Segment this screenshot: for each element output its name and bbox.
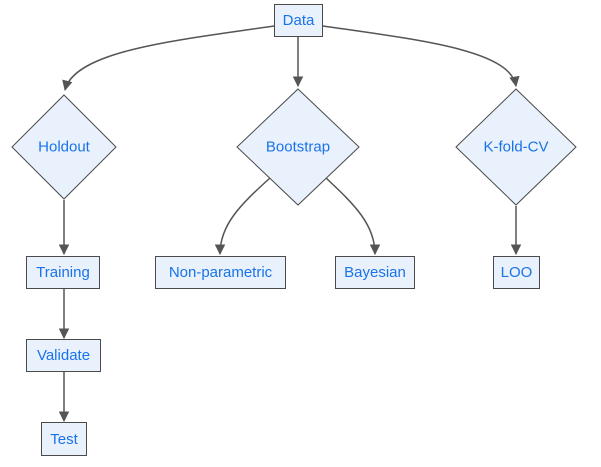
- holdout-diamond: [11, 94, 117, 200]
- loo-node: LOO: [493, 256, 540, 289]
- test-node: Test: [41, 422, 87, 456]
- bootstrap-label: Bootstrap: [265, 138, 331, 156]
- kfold-label: K-fold-CV: [483, 138, 549, 156]
- validate-node: Validate: [26, 339, 101, 372]
- training-node: Training: [26, 256, 100, 289]
- nonparametric-node: Non-parametric: [155, 256, 286, 289]
- bootstrap-diamond: [236, 88, 360, 206]
- bayesian-node: Bayesian: [335, 256, 415, 289]
- kfold-diamond: [455, 88, 577, 206]
- edge-bootstrap-nonparametric: [214, 177, 271, 256]
- edge-data-holdout: [62, 25, 275, 92]
- edge-data-kfold: [322, 25, 520, 88]
- data-node: Data: [274, 4, 323, 37]
- holdout-label: Holdout: [38, 138, 90, 156]
- edge-bootstrap-bayesian: [325, 177, 381, 256]
